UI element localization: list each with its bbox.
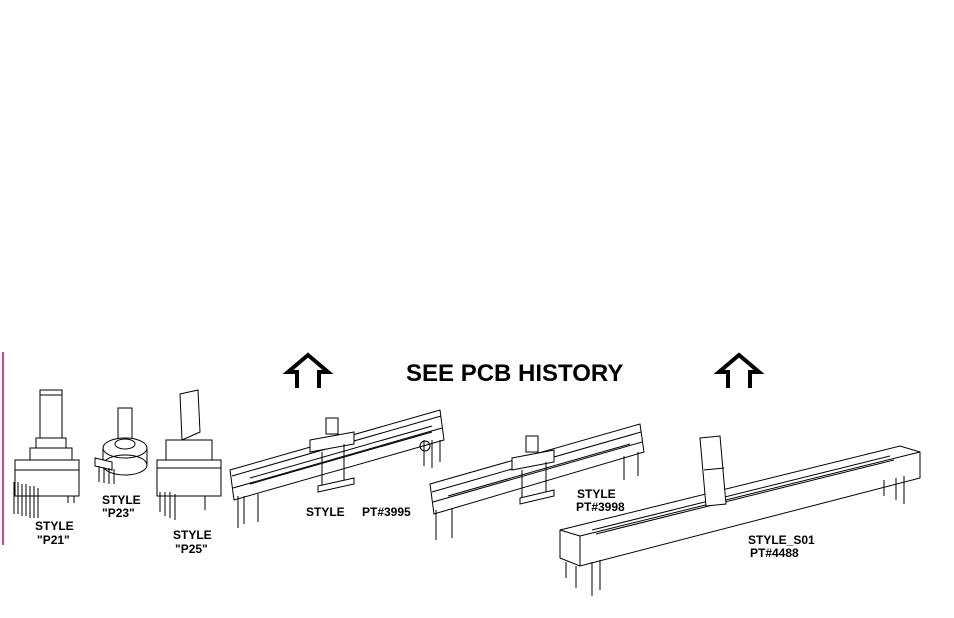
svg-text:"P21": "P21" [37, 533, 70, 547]
slider-pt3998-drawing [429, 423, 645, 540]
label-pt3998: STYLE PT#3998 [576, 487, 625, 514]
label-pt4488: STYLE_S01 PT#4488 [748, 533, 815, 560]
svg-text:STYLE: STYLE [35, 519, 74, 533]
svg-text:STYLE: STYLE [577, 487, 616, 501]
pot-p25-drawing [156, 389, 222, 520]
slider-pt3995-drawing [229, 409, 445, 528]
svg-text:PT#4488: PT#4488 [750, 546, 799, 560]
pot-p23-drawing [94, 407, 148, 484]
svg-text:"P23": "P23" [102, 506, 135, 520]
pot-p21-drawing [13, 389, 80, 518]
up-arrow-icon [713, 352, 765, 388]
svg-text:STYLE: STYLE [306, 505, 345, 519]
label-p25: STYLE "P25" [173, 528, 212, 556]
svg-text:STYLE: STYLE [173, 528, 212, 542]
label-p21: STYLE "P21" [35, 519, 74, 547]
svg-text:STYLE: STYLE [102, 493, 141, 507]
svg-text:"P25": "P25" [175, 542, 208, 556]
label-p23: STYLE "P23" [102, 493, 141, 520]
svg-text:PT#3995: PT#3995 [362, 505, 411, 519]
slider-pt4488-drawing [559, 435, 921, 596]
page-title: SEE PCB HISTORY [406, 360, 623, 387]
label-pt3995: STYLE PT#3995 [306, 505, 411, 519]
up-arrow-icon [282, 352, 334, 388]
svg-text:PT#3998: PT#3998 [576, 500, 625, 514]
svg-text:STYLE_S01: STYLE_S01 [748, 533, 815, 547]
